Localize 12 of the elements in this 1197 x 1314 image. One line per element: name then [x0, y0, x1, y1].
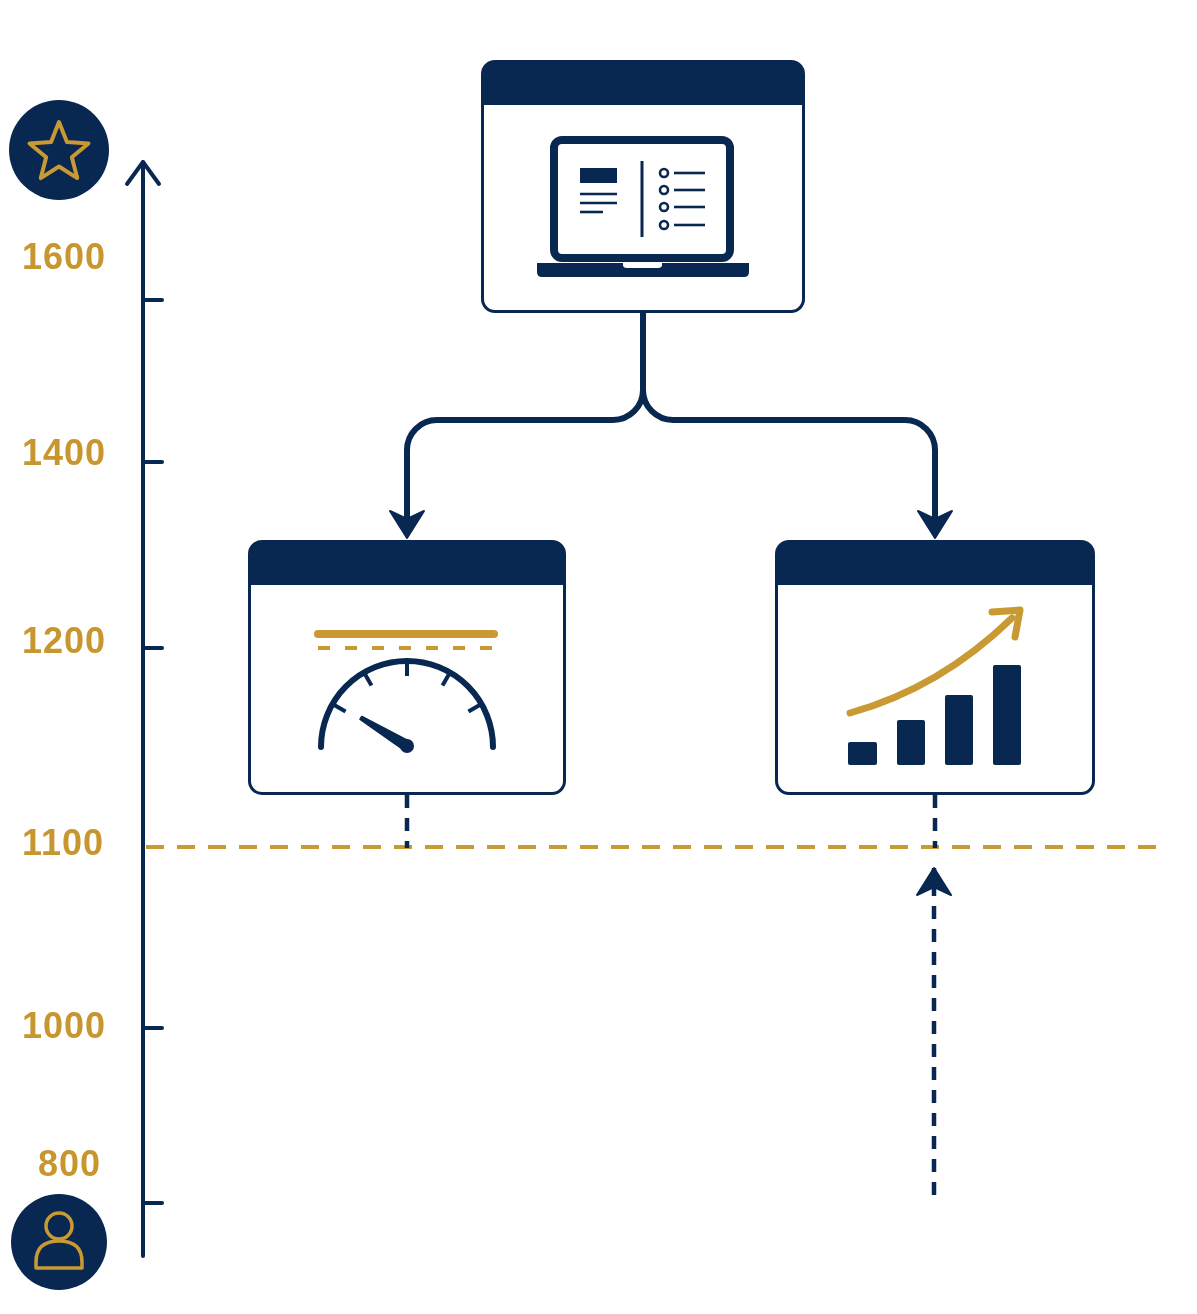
window-panel [248, 540, 566, 795]
axis-tick-label: 1400 [22, 435, 107, 471]
axis-tick-label: 1000 [22, 1008, 107, 1044]
axis-tick-label: 1200 [22, 623, 107, 659]
window-panel [775, 540, 1095, 795]
axis-tick-label: 800 [38, 1146, 102, 1182]
axis-tick-label: 1100 [22, 825, 105, 861]
dashed-line [404, 795, 410, 848]
window-panel [481, 60, 805, 313]
axis-tick-label: 1600 [22, 239, 107, 275]
dashed-line [932, 795, 938, 848]
arrow [640, 313, 953, 539]
